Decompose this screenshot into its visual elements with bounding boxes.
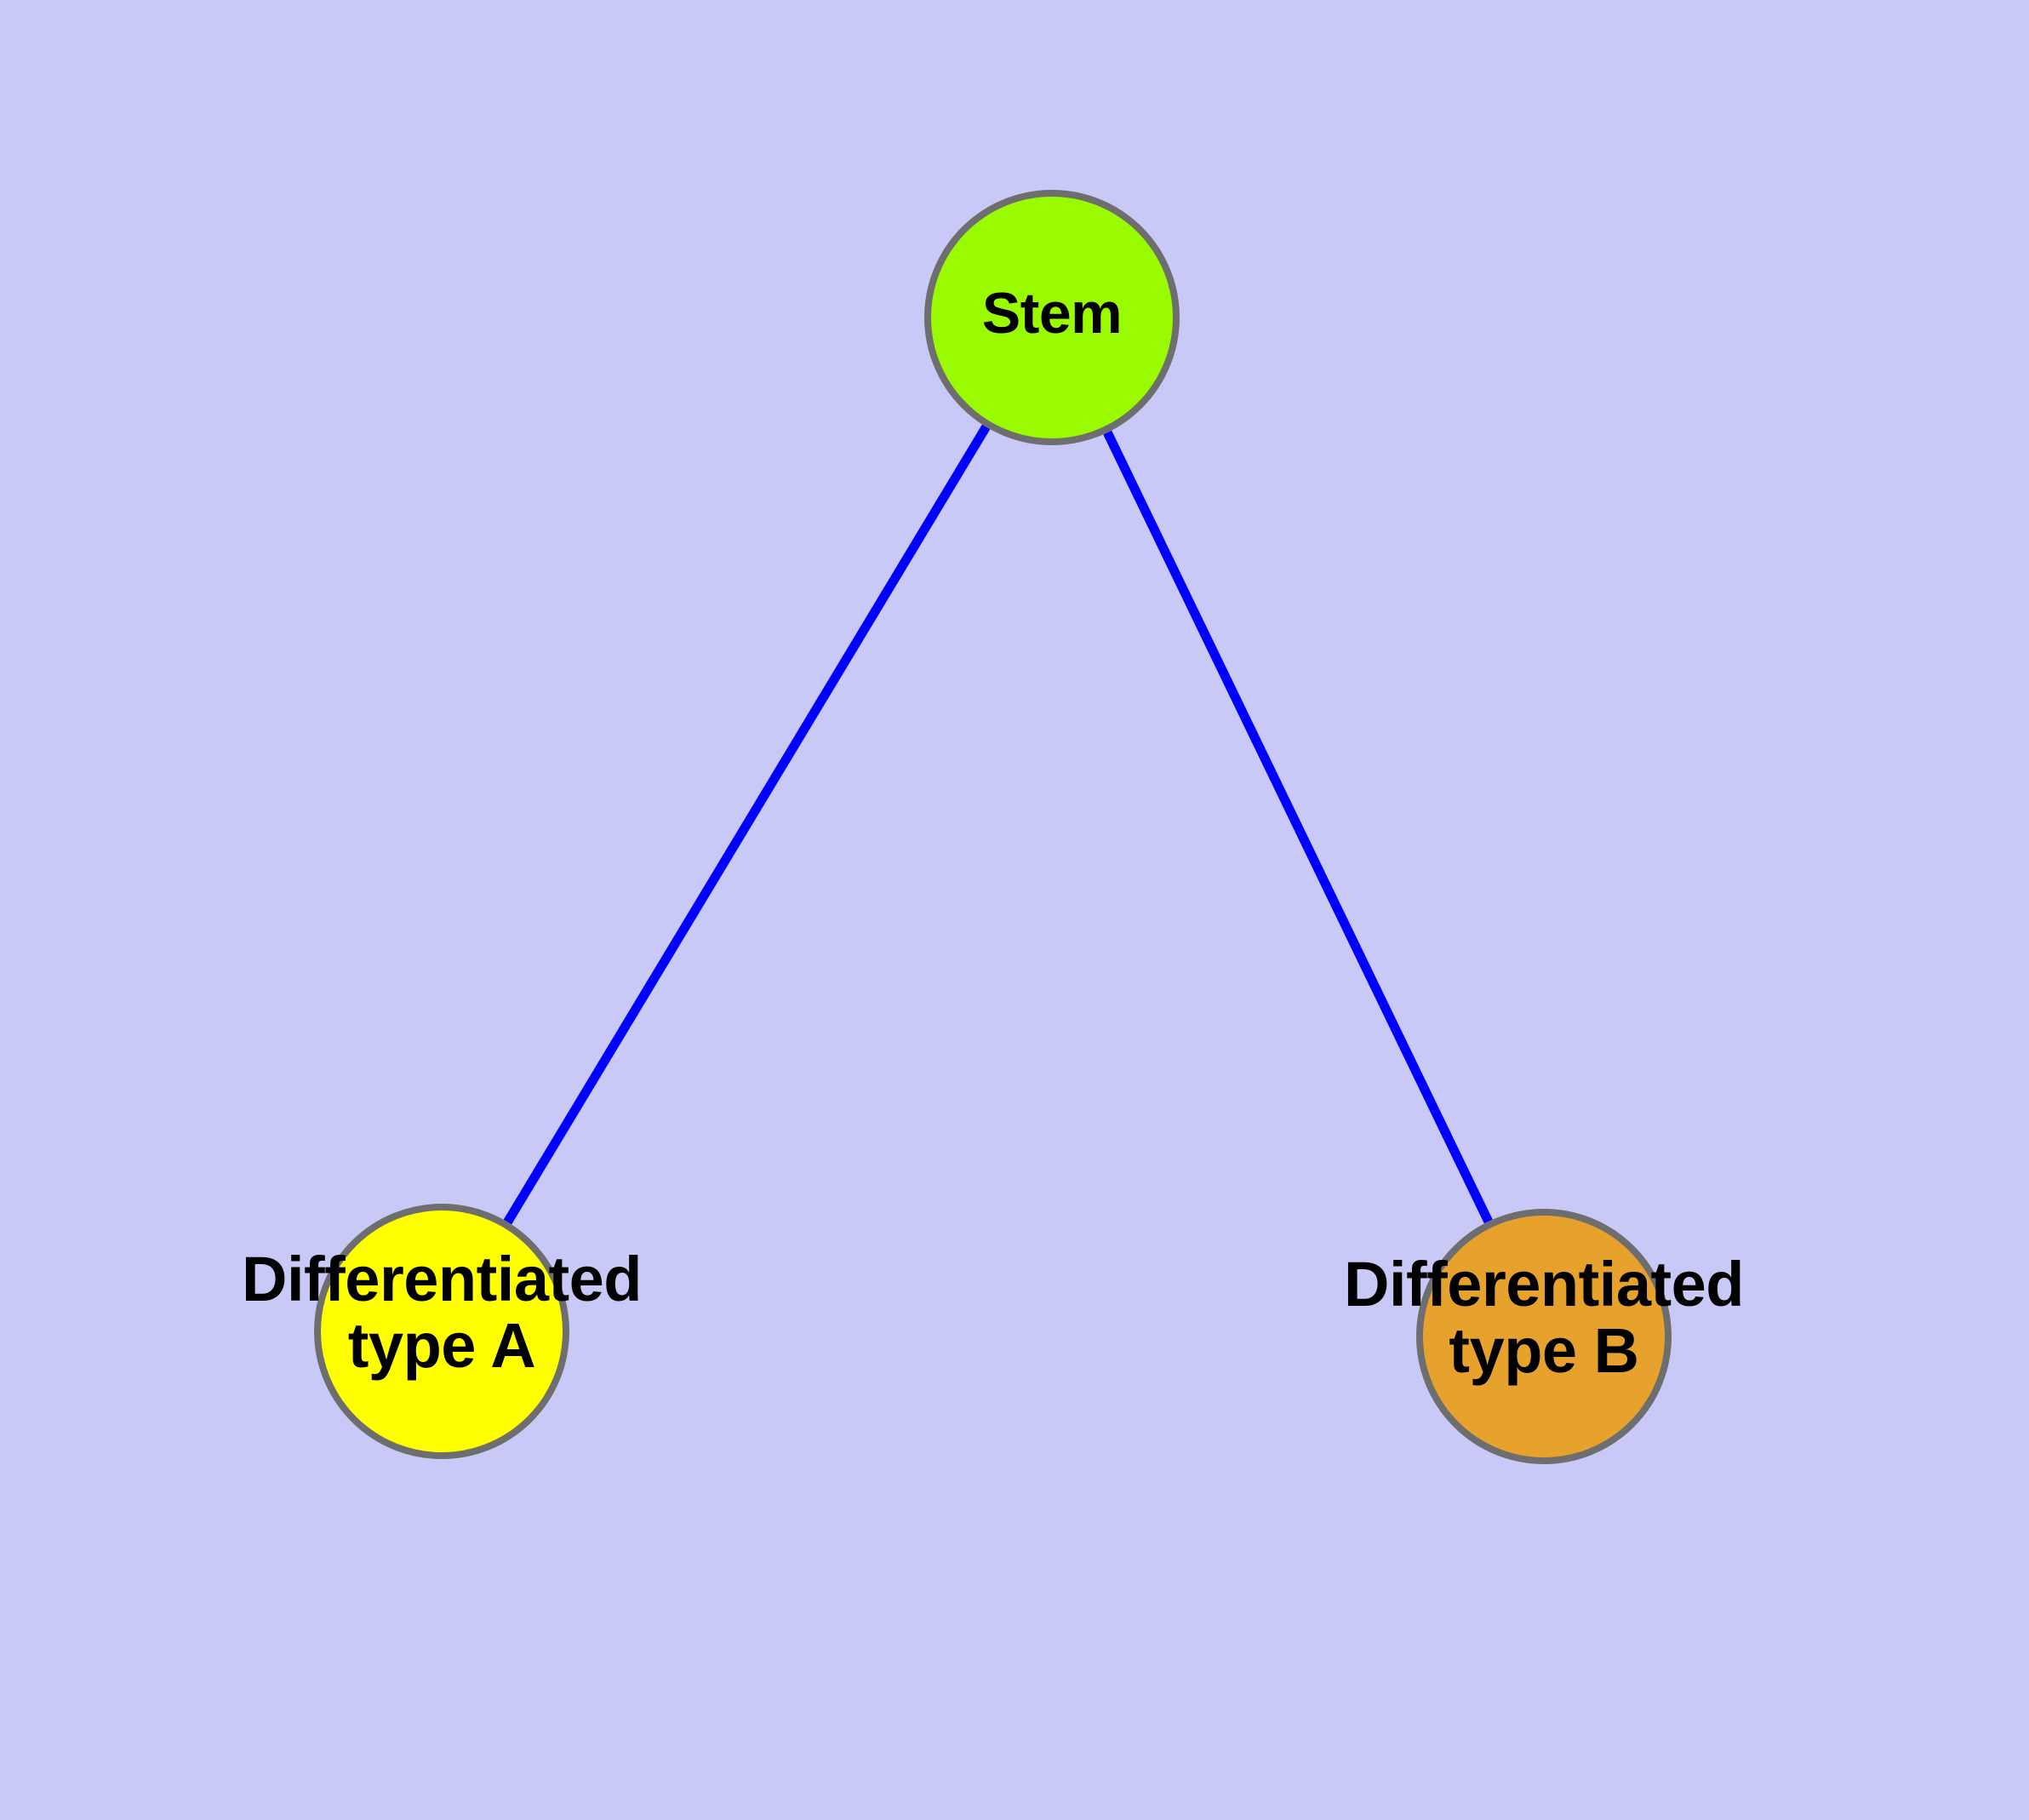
node-stem[interactable] — [924, 190, 1180, 445]
node-differentiated-type-a[interactable] — [314, 1204, 569, 1459]
edge-stem-to-differentiated-type-a[interactable] — [503, 424, 991, 1225]
edge-stem-to-differentiated-type-b[interactable] — [1103, 430, 1493, 1224]
node-differentiated-type-b[interactable] — [1416, 1209, 1672, 1464]
